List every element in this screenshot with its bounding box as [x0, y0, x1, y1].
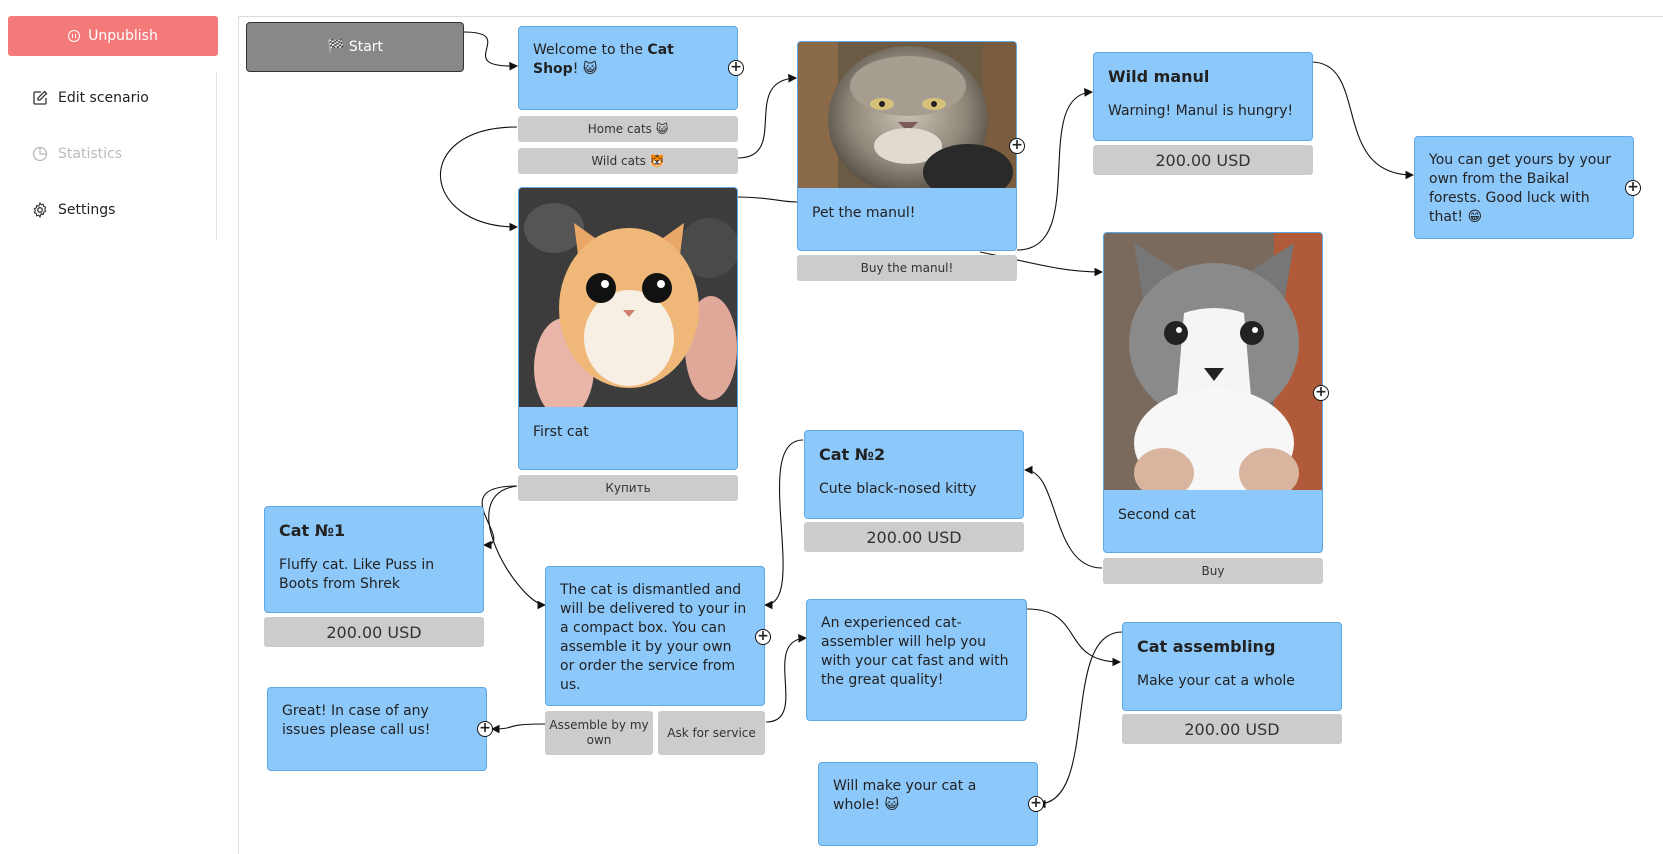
assemble-by-my-own-button[interactable]: Assemble by my own: [545, 711, 653, 755]
wild-manul-price: 200.00 USD: [1093, 145, 1313, 175]
sidebar: Unpublish Edit scenario Statistics Setti…: [0, 0, 222, 854]
add-connection-icon[interactable]: +: [1313, 385, 1329, 401]
kupit-button[interactable]: Купить: [518, 475, 738, 501]
wild-manul-text: Warning! Manul is hungry!: [1108, 103, 1294, 119]
cat-1-price: 200.00 USD: [264, 617, 484, 647]
dismantled-text: The cat is dismantled and will be delive…: [560, 582, 747, 693]
cat-2-price: 200.00 USD: [804, 522, 1024, 552]
great-text: Great! In case of any issues please call…: [282, 703, 431, 738]
sidebar-divider: [216, 72, 217, 240]
unpublish-button[interactable]: Unpublish: [8, 16, 218, 56]
cat-1-node[interactable]: Cat №1 Fluffy cat. Like Puss in Boots fr…: [264, 506, 484, 613]
cat-1-title: Cat №1: [279, 521, 346, 540]
cat-2-text: Cute black-nosed kitty: [819, 481, 977, 497]
start-label: 🏁 Start: [326, 39, 384, 55]
add-connection-icon[interactable]: +: [1028, 796, 1044, 812]
wild-manul-node[interactable]: Wild manul Warning! Manul is hungry!: [1093, 52, 1313, 141]
cat-assembling-text: Make your cat a whole: [1137, 673, 1295, 689]
whole-node[interactable]: Will make your cat a whole! 😺: [818, 762, 1038, 846]
add-connection-icon[interactable]: +: [1625, 180, 1641, 196]
sidebar-item-label: Edit scenario: [58, 90, 149, 106]
manul-caption: Pet the manul!: [812, 205, 916, 221]
add-connection-icon[interactable]: +: [477, 721, 493, 737]
wild-manul-title: Wild manul: [1108, 67, 1210, 86]
unpublish-label: Unpublish: [88, 28, 158, 44]
add-connection-icon[interactable]: +: [1009, 138, 1025, 154]
baikal-text: You can get yours by your own from the B…: [1429, 152, 1611, 225]
sidebar-item-settings[interactable]: Settings: [32, 198, 115, 222]
buy-second-cat-button[interactable]: Buy: [1103, 558, 1323, 584]
add-connection-icon[interactable]: +: [728, 60, 744, 76]
cat-assembling-node[interactable]: Cat assembling Make your cat a whole: [1122, 622, 1342, 711]
cat-2-title: Cat №2: [819, 445, 886, 464]
second-cat-node[interactable]: Second cat: [1103, 232, 1323, 553]
edit-icon: [33, 90, 48, 105]
first-cat-node[interactable]: First cat: [518, 187, 738, 470]
gear-icon: [33, 202, 47, 218]
welcome-text-bold: Cat Shop: [533, 42, 674, 77]
ask-for-service-button[interactable]: Ask for service: [658, 711, 765, 755]
welcome-node[interactable]: Welcome to the Cat Shop! 😺: [518, 26, 738, 110]
welcome-text-suffix: ! 😺: [572, 61, 598, 77]
dismantled-node[interactable]: The cat is dismantled and will be delive…: [545, 566, 765, 706]
first-cat-image: [519, 188, 737, 407]
experienced-node[interactable]: An experienced cat-assembler will help y…: [806, 599, 1027, 721]
manul-node[interactable]: Pet the manul!: [797, 41, 1017, 251]
buy-manul-button[interactable]: Buy the manul!: [797, 255, 1017, 281]
start-node[interactable]: 🏁 Start: [246, 22, 464, 72]
whole-text: Will make your cat a whole! 😺: [833, 778, 977, 813]
experienced-text: An experienced cat-assembler will help y…: [821, 615, 1009, 688]
cat-1-text: Fluffy cat. Like Puss in Boots from Shre…: [279, 557, 435, 592]
first-cat-caption: First cat: [533, 424, 589, 440]
pause-icon: [68, 30, 81, 42]
sidebar-item-edit-scenario[interactable]: Edit scenario: [32, 86, 149, 110]
scenario-canvas[interactable]: [238, 16, 1663, 854]
great-node[interactable]: Great! In case of any issues please call…: [267, 687, 487, 771]
sidebar-item-label: Statistics: [58, 146, 122, 162]
cat-assembling-title: Cat assembling: [1137, 637, 1276, 656]
pie-chart-icon: [32, 146, 48, 162]
cat-2-node[interactable]: Cat №2 Cute black-nosed kitty: [804, 430, 1024, 519]
welcome-text-prefix: Welcome to the: [533, 42, 648, 58]
second-cat-image: [1104, 233, 1322, 490]
cat-assembling-price: 200.00 USD: [1122, 714, 1342, 744]
baikal-node[interactable]: You can get yours by your own from the B…: [1414, 136, 1634, 239]
second-cat-caption: Second cat: [1118, 507, 1196, 523]
home-cats-button[interactable]: Home cats 😺: [518, 116, 738, 142]
add-connection-icon[interactable]: +: [755, 629, 771, 645]
manul-image: [798, 42, 1016, 188]
sidebar-item-statistics: Statistics: [32, 142, 122, 166]
sidebar-item-label: Settings: [58, 202, 116, 218]
wild-cats-button[interactable]: Wild cats 🐯: [518, 148, 738, 174]
